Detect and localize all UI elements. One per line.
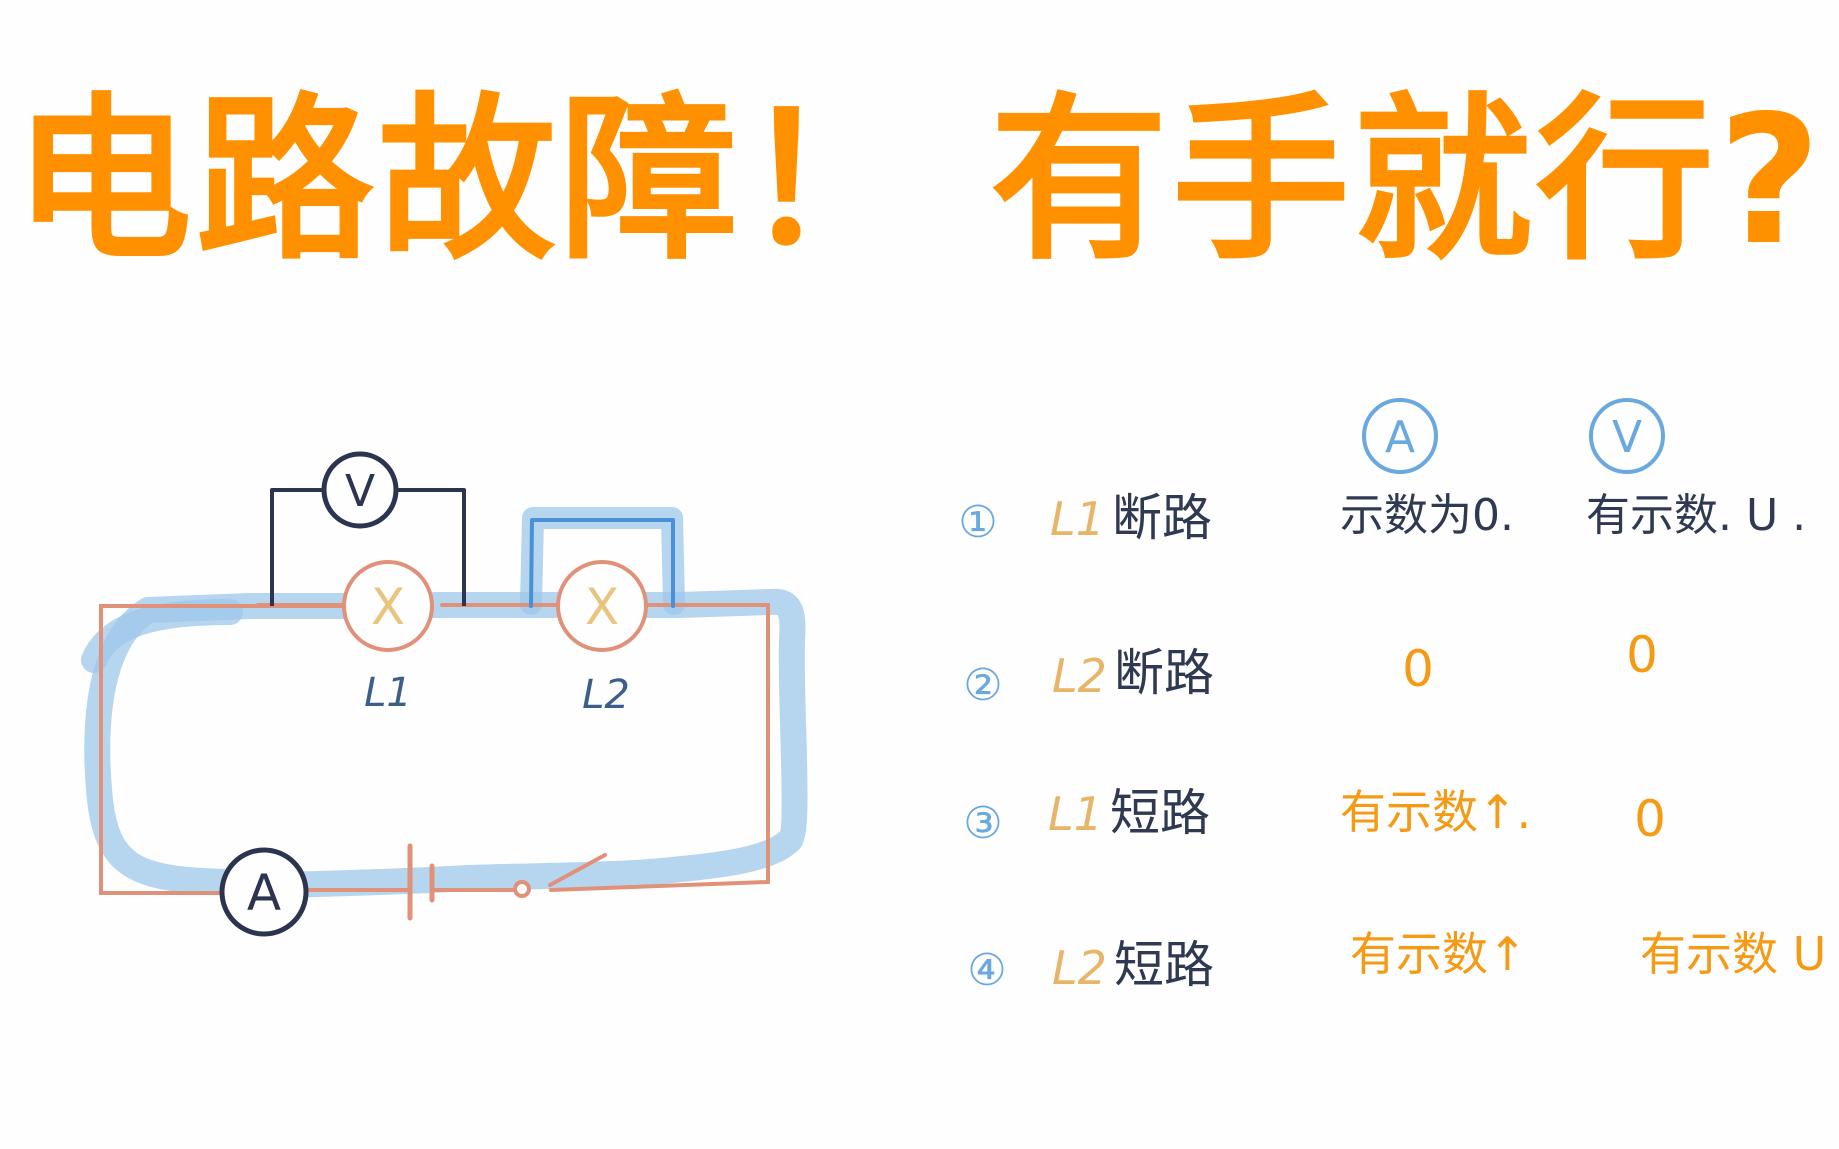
row-voltmeter-reading: 有示数 U <box>1640 927 1826 981</box>
row-voltmeter-reading: 0 <box>1626 626 1658 684</box>
row-fault: 断路 <box>1112 489 1212 547</box>
row-number: ① <box>958 497 997 548</box>
circuit-wires <box>99 603 770 895</box>
lamp-l2-label: L2 <box>582 672 630 718</box>
table-row: ① L1 断路 示数为0. 有示数. U . <box>958 489 1806 548</box>
row-ammeter-reading: 有示数↑ <box>1350 927 1527 981</box>
ammeter: A <box>219 847 309 937</box>
row-number: ② <box>963 660 1002 711</box>
row-number: ④ <box>967 945 1006 996</box>
row-ammeter-reading: 0 <box>1402 640 1434 698</box>
current-path-highlight <box>84 588 808 898</box>
ammeter-symbol: A <box>247 864 281 922</box>
voltmeter-symbol: V <box>345 466 375 517</box>
table-row: ② L2 断路 0 0 <box>963 626 1658 711</box>
row-lamp: L1 <box>1048 787 1103 841</box>
header-ammeter-symbol: A <box>1385 412 1415 463</box>
battery <box>407 843 435 921</box>
page-title: 电路故障！ 有手就行? <box>13 77 1826 284</box>
switch-pivot <box>513 880 531 898</box>
row-fault: 断路 <box>1114 644 1214 702</box>
row-number: ③ <box>963 798 1002 849</box>
row-fault: 短路 <box>1114 936 1214 994</box>
table-header-ammeter: A <box>1362 398 1438 474</box>
lamp-l1-symbol: X <box>371 578 405 636</box>
header-voltmeter-symbol: V <box>1612 412 1642 463</box>
bridge-wire <box>529 518 675 608</box>
lamp-l2-symbol: X <box>585 578 619 636</box>
lamp-l1-label: L1 <box>364 670 412 716</box>
lamp-l1: X L1 <box>342 560 434 716</box>
row-fault: 短路 <box>1110 784 1210 842</box>
table-row: ③ L1 短路 有示数↑. 0 <box>963 784 1666 849</box>
row-voltmeter-reading: 有示数. U . <box>1586 490 1806 541</box>
table-row: ④ L2 短路 有示数↑ 有示数 U <box>967 927 1826 996</box>
row-lamp: L1 <box>1050 492 1105 546</box>
lamp-l2: X L2 <box>556 560 648 718</box>
voltmeter-branch-wire <box>270 488 466 606</box>
row-lamp: L2 <box>1052 941 1107 995</box>
voltmeter: V <box>321 451 399 529</box>
row-ammeter-reading: 示数为0. <box>1340 490 1514 541</box>
row-voltmeter-reading: 0 <box>1634 790 1666 848</box>
row-lamp: L2 <box>1052 649 1107 703</box>
row-ammeter-reading: 有示数↑. <box>1340 785 1531 839</box>
table-header-voltmeter: V <box>1589 398 1665 474</box>
